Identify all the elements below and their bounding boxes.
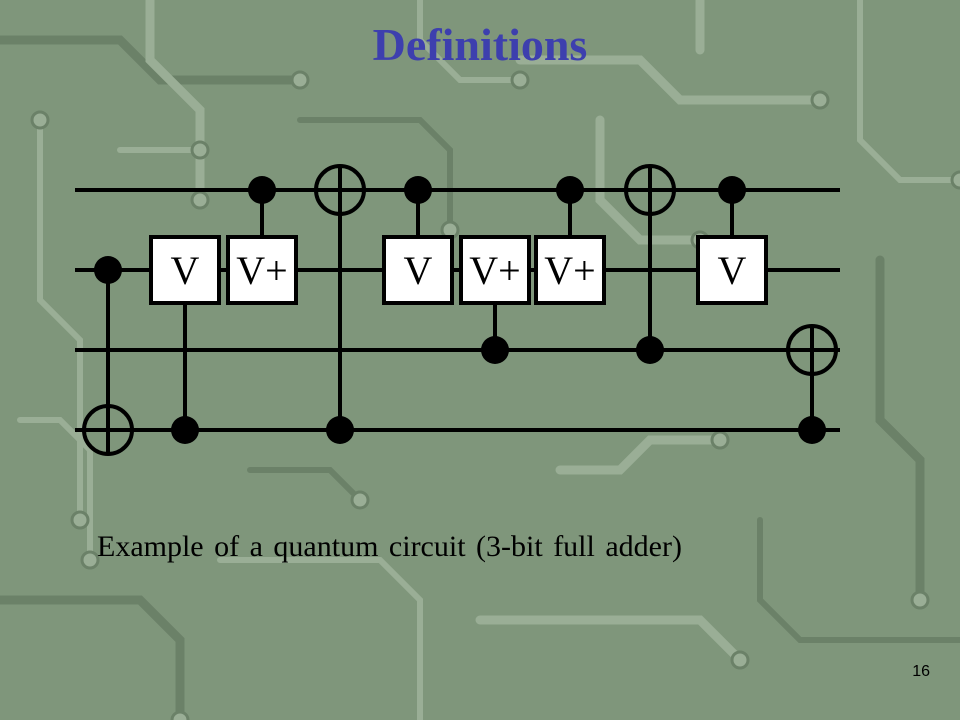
board-pad (810, 90, 830, 110)
control-dot (798, 416, 826, 444)
board-pad (70, 510, 90, 530)
board-trace (217, 557, 423, 720)
board-pad (170, 710, 190, 720)
board-pad (190, 140, 210, 160)
slide-title: Definitions (372, 19, 588, 70)
board-pad (510, 70, 530, 90)
control-dot (171, 416, 199, 444)
circuit-gates: V V+ V V+ V+ V (82, 164, 838, 456)
cnot-target (786, 324, 838, 376)
cnot-target (314, 164, 366, 216)
board-trace (0, 35, 305, 85)
board-pad (290, 70, 310, 90)
control-dot (248, 176, 276, 204)
board-trace (0, 595, 185, 720)
control-dot (94, 256, 122, 284)
gate-label: V+ (544, 248, 595, 293)
page-number: 16 (912, 663, 930, 680)
board-trace (875, 255, 925, 605)
board-pad (30, 110, 50, 130)
board-trace (857, 0, 960, 183)
board-trace (515, 55, 825, 105)
control-dot (636, 336, 664, 364)
cnot-target (82, 404, 134, 456)
board-trace (595, 115, 705, 245)
gate-box (382, 235, 454, 305)
gate-box (534, 235, 606, 305)
gate-box (226, 235, 298, 305)
control-dot (326, 416, 354, 444)
control-dot (481, 336, 509, 364)
board-trace (555, 435, 725, 475)
cnot-target (624, 164, 676, 216)
gate-label: V (718, 248, 747, 293)
qubit-wires (75, 188, 840, 432)
board-trace (17, 417, 93, 563)
gate-label: V+ (469, 248, 520, 293)
gate-label: V+ (236, 248, 287, 293)
control-dot (404, 176, 432, 204)
gate-label: V (404, 248, 433, 293)
board-pad (910, 590, 930, 610)
gate-label: V (171, 248, 200, 293)
gate-box (696, 235, 768, 305)
board-trace (247, 467, 363, 503)
board-pad (730, 650, 750, 670)
board-pad (80, 550, 100, 570)
gate-box (149, 235, 221, 305)
control-dot (718, 176, 746, 204)
board-trace (417, 0, 523, 83)
board-pad (350, 490, 370, 510)
control-dot (556, 176, 584, 204)
gate-box (459, 235, 531, 305)
board-trace (475, 615, 745, 665)
board-pad (950, 170, 960, 190)
circuit-caption: Example of a quantum circuit (3-bit full… (97, 530, 682, 563)
board-trace (757, 517, 960, 643)
